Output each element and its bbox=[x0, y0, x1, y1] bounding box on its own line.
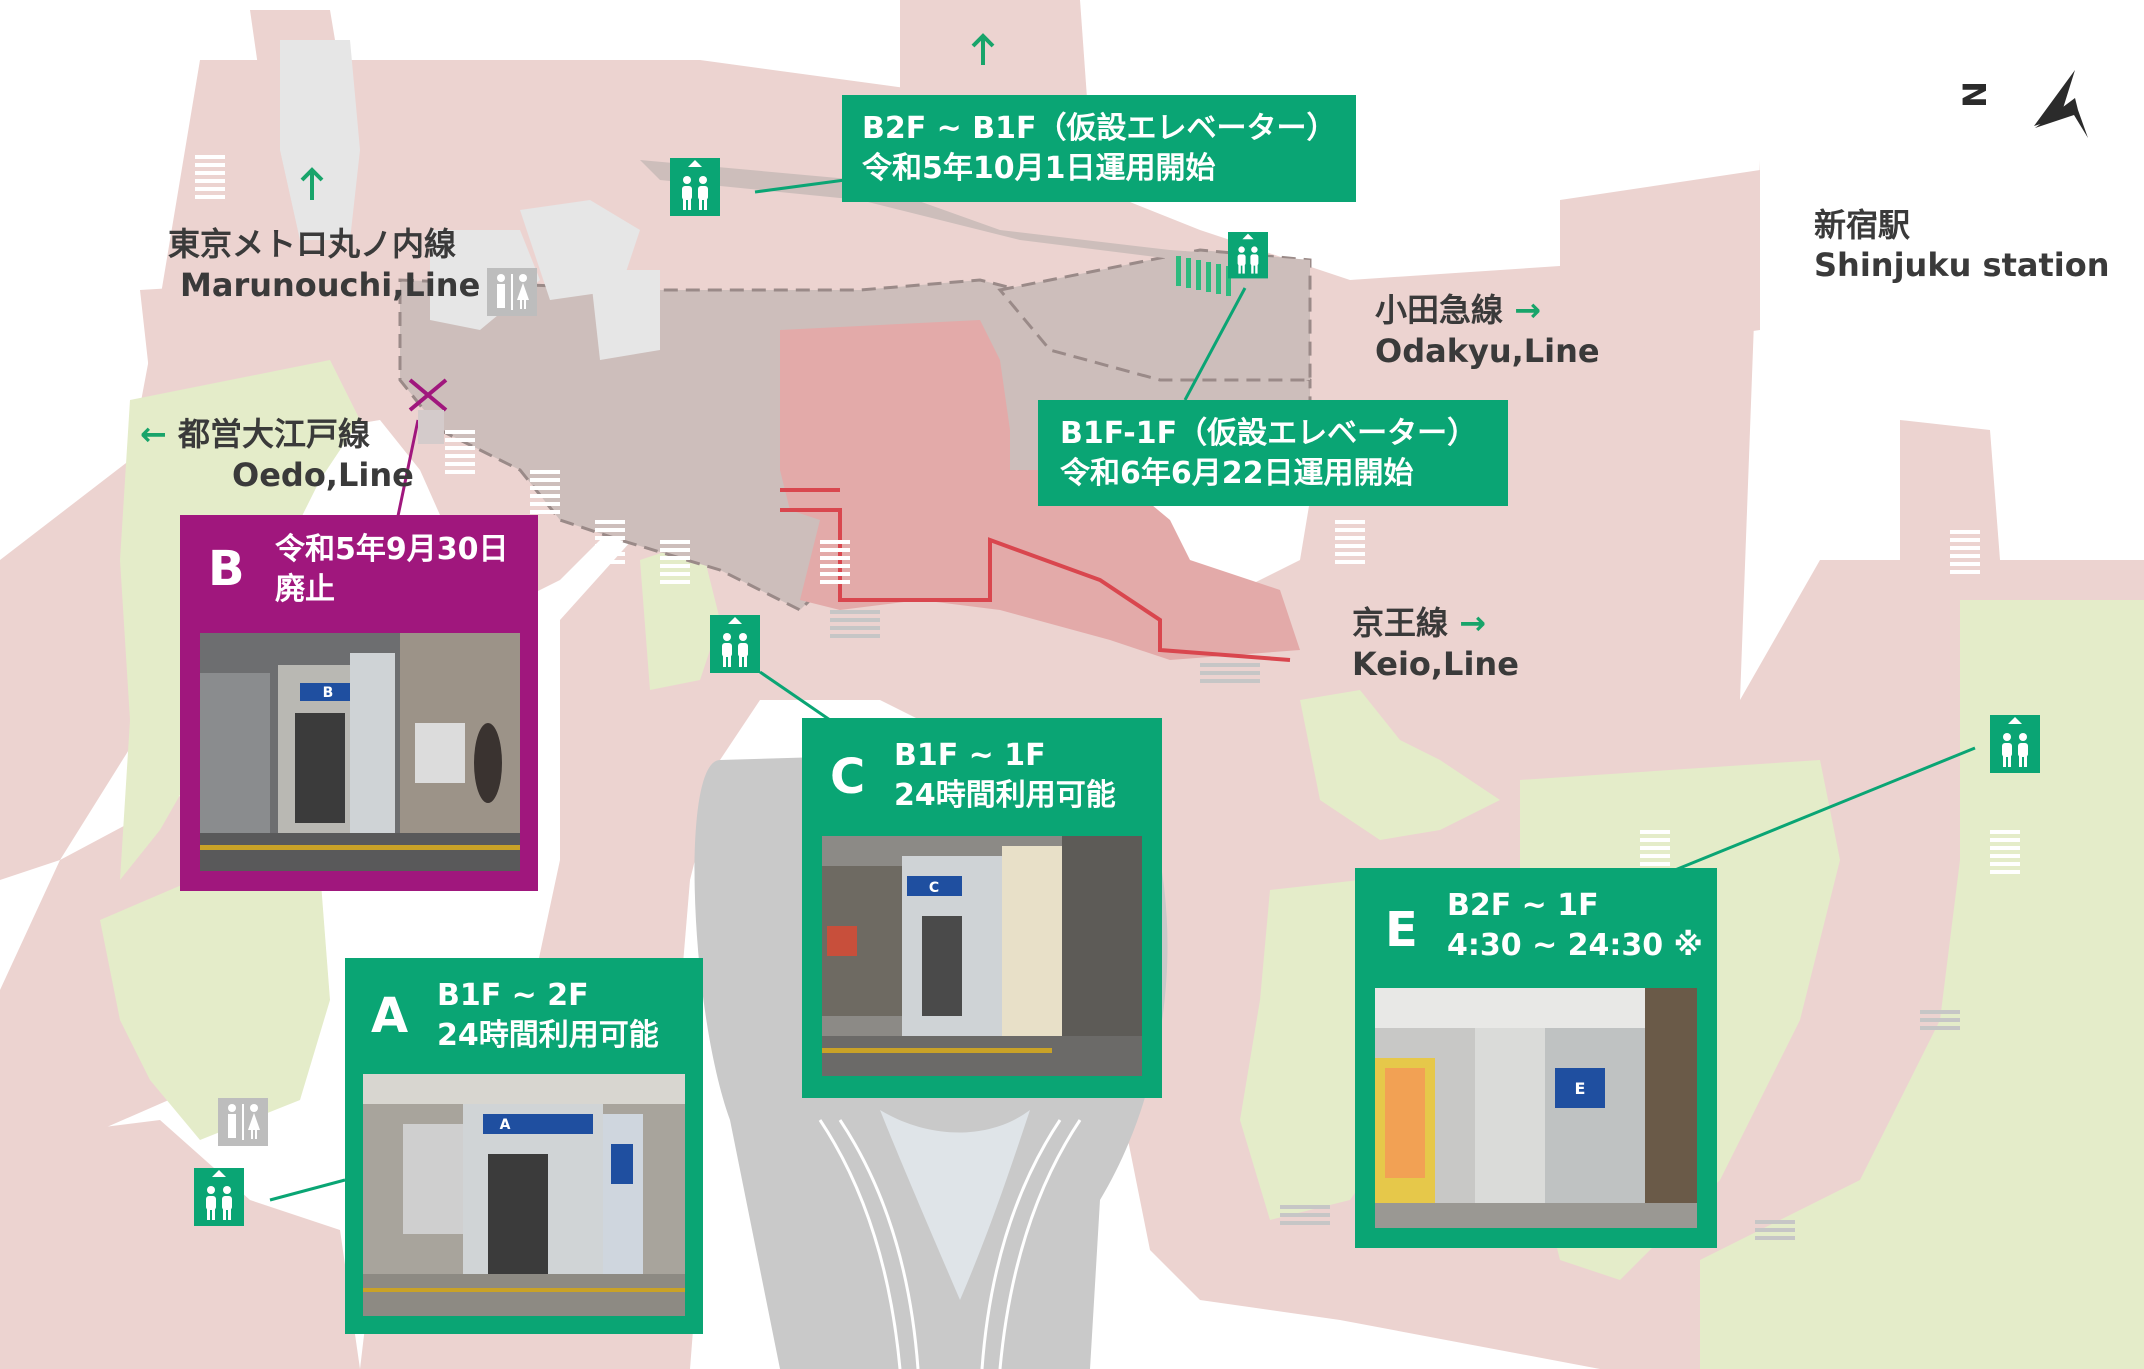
elevator-icon-a bbox=[194, 1168, 244, 1226]
elevator-icon-e bbox=[1990, 715, 2040, 773]
elevator-e-photo-sign: E bbox=[1575, 1079, 1586, 1098]
notice-b2f-b1f-line1: B2F ~ B1F（仮設エレベーター） bbox=[862, 111, 1337, 146]
elevator-b-closed-label: 廃止 bbox=[275, 572, 335, 607]
elevator-e-photo: E bbox=[1375, 988, 1697, 1228]
elevator-e-letter: E bbox=[1385, 902, 1418, 958]
odakyu-line-ja-row: 小田急線 → bbox=[1375, 290, 1541, 331]
north-arrow-icon bbox=[2034, 70, 2088, 138]
elevator-c-floors: B1F ~ 1F bbox=[894, 738, 1046, 773]
odakyu-arrow-icon: → bbox=[1514, 291, 1541, 329]
elevator-a-floors: B1F ~ 2F bbox=[437, 978, 589, 1013]
oedo-line-ja: 都営大江戸線 bbox=[177, 415, 370, 453]
elevator-a-photo-sign: A bbox=[500, 1117, 511, 1133]
odakyu-line-en: Odakyu,Line bbox=[1375, 332, 1600, 370]
notice-b2f-b1f-line2: 令和5年10月1日運用開始 bbox=[862, 151, 1216, 186]
elevator-c-photo: C bbox=[822, 836, 1142, 1076]
toilet-icon-south bbox=[218, 1098, 268, 1146]
elevator-c-letter: C bbox=[830, 749, 866, 805]
notice-b1f-1f-line1: B1F-1F（仮設エレベーター） bbox=[1060, 416, 1478, 451]
station-name-en: Shinjuku station bbox=[1814, 246, 2110, 284]
keio-line-ja: 京王線 bbox=[1352, 604, 1449, 642]
oedo-arrow-icon: ← bbox=[140, 415, 167, 453]
elevator-e-card: E B2F ~ 1F 4:30 ~ 24:30 ※ E bbox=[1355, 868, 1717, 1248]
elevator-b-card: B 令和5年9月30日 廃止 B bbox=[180, 515, 538, 891]
elevator-a-card: A B1F ~ 2F 24時間利用可能 A bbox=[345, 958, 703, 1334]
toilet-icon-north bbox=[487, 268, 537, 316]
keio-line-en: Keio,Line bbox=[1352, 645, 1519, 683]
buildings bbox=[280, 40, 660, 360]
marunouchi-line-en: Marunouchi,Line bbox=[180, 266, 481, 304]
elevator-c-hours: 24時間利用可能 bbox=[894, 778, 1116, 813]
connector-lines bbox=[269, 178, 1976, 1202]
elevator-b-photo-sign: B bbox=[323, 685, 334, 701]
direction-arrows bbox=[300, 33, 995, 200]
keio-line-ja-row: 京王線 → bbox=[1352, 603, 1486, 644]
notice-b1f-1f-line2: 令和6年6月22日運用開始 bbox=[1060, 456, 1414, 491]
elevator-a-photo: A bbox=[363, 1074, 685, 1316]
elevator-icon-b1f-1f bbox=[1228, 232, 1268, 279]
marunouchi-line-ja: 東京メトロ丸ノ内線 bbox=[168, 225, 457, 263]
elevator-icon-c bbox=[710, 615, 760, 673]
notice-b2f-b1f-temp-elevator: B2F ~ B1F（仮設エレベーター） 令和5年10月1日運用開始 bbox=[842, 95, 1356, 202]
elevator-c-card: C B1F ~ 1F 24時間利用可能 C bbox=[802, 718, 1162, 1098]
elevator-b-letter: B bbox=[208, 541, 245, 597]
elevator-c-photo-sign: C bbox=[929, 880, 939, 896]
elevator-a-hours: 24時間利用可能 bbox=[437, 1018, 659, 1053]
elevator-a-letter: A bbox=[371, 988, 409, 1044]
oedo-line-en: Oedo,Line bbox=[232, 456, 414, 494]
elevator-icon-b2f-b1f bbox=[670, 158, 720, 216]
odakyu-line-ja: 小田急線 bbox=[1375, 291, 1504, 329]
notice-b1f-1f-temp-elevator: B1F-1F（仮設エレベーター） 令和6年6月22日運用開始 bbox=[1038, 400, 1508, 506]
station-name-ja: 新宿駅 bbox=[1814, 206, 1911, 244]
closed-elevator-b-marker bbox=[408, 378, 448, 444]
elevator-b-photo: B bbox=[200, 633, 520, 871]
elevator-b-closed-date: 令和5年9月30日 bbox=[275, 532, 509, 567]
elevator-e-hours: 4:30 ~ 24:30 ※ bbox=[1447, 928, 1703, 963]
elevator-e-floors: B2F ~ 1F bbox=[1447, 888, 1599, 923]
keio-arrow-icon: → bbox=[1459, 604, 1486, 642]
north-label: N bbox=[1955, 81, 1994, 108]
oedo-line-ja-row: ← 都営大江戸線 bbox=[140, 414, 370, 455]
